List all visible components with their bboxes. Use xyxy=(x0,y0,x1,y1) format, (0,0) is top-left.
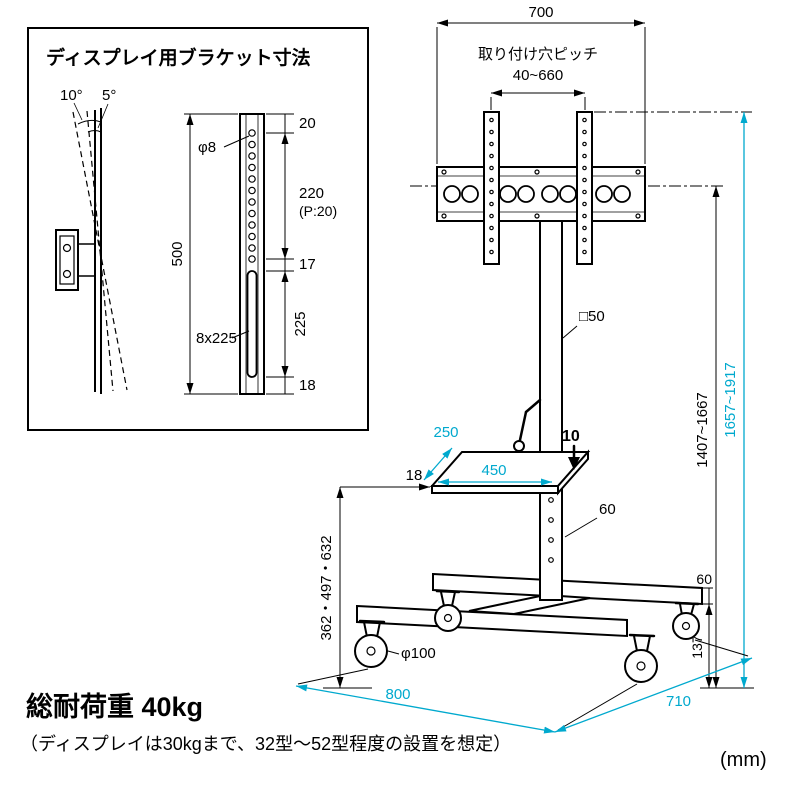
dim-hole-dia: φ8 xyxy=(198,135,250,156)
base-width-label: 800 xyxy=(385,686,410,703)
dim-slot-size: 8x225 xyxy=(196,330,250,347)
dim-700: 700 xyxy=(436,4,646,164)
base-frame xyxy=(354,572,703,683)
inset-title: ディスプレイ用ブラケット寸法 xyxy=(46,46,311,69)
mount-pitch-range: 40~660 xyxy=(513,67,563,84)
crank-handle xyxy=(513,398,542,452)
load-capacity: 総耐荷重 40kg xyxy=(26,691,203,722)
base-depth-label: 710 xyxy=(666,693,691,710)
shelf-side xyxy=(557,449,589,496)
dim-center-height: 1407~1667 xyxy=(694,186,720,688)
dim-top-height: 1657~1917 xyxy=(722,112,748,688)
center-height-label: 1407~1667 xyxy=(694,392,711,468)
plate-screw-top xyxy=(62,243,72,253)
caster-clearance-label: 137 xyxy=(689,635,705,659)
display-mount xyxy=(436,111,646,265)
shelf xyxy=(429,449,591,496)
dim-20-label: 20 xyxy=(299,115,316,132)
mount-bracket-right xyxy=(576,111,593,265)
shelf-depth-label: 250 xyxy=(433,424,458,441)
bracket-front-view: 500 20 220 (P:20) 17 225 18 xyxy=(169,113,337,395)
angle-inner-label: 5° xyxy=(102,87,116,104)
caster-front-right xyxy=(624,633,658,683)
shelf-front xyxy=(431,485,559,494)
footer: 総耐荷重 40kg （ディスプレイは30kgまで、32型～52型程度の設置を想定… xyxy=(20,691,767,771)
stand-dimensions: 700 取り付け穴ピッチ 40~660 □50 250 450 10 xyxy=(295,4,754,734)
shelf-heights-label: 362・497・632 xyxy=(318,535,335,640)
dim-caster-dia: φ100 xyxy=(387,645,436,662)
pole xyxy=(513,220,563,601)
caster-rear-right xyxy=(672,601,700,640)
mount-bracket-left xyxy=(483,111,500,265)
dim-phi8-label: φ8 xyxy=(198,139,216,156)
dim-base-footprint: 800 710 xyxy=(295,639,753,734)
bracket-right-holes xyxy=(582,117,587,255)
rear-rail xyxy=(432,572,703,606)
pole-column xyxy=(539,220,563,601)
dim-8x225-label: 8x225 xyxy=(196,330,237,347)
dim-700-label: 700 xyxy=(528,4,553,21)
bracket-slot xyxy=(246,270,258,378)
shelf-width-label: 450 xyxy=(481,462,506,479)
bracket-left-holes xyxy=(489,117,494,255)
caster-front-left xyxy=(354,619,388,668)
bracket-hole-column xyxy=(248,129,256,263)
dim-10-step: 10 xyxy=(562,428,580,470)
dim-right-stack: 20 220 (P:20) 17 225 18 xyxy=(266,113,337,395)
angle-outer-leader xyxy=(73,102,83,121)
caster-dia-label: φ100 xyxy=(401,645,436,662)
angle-arc-inner xyxy=(87,130,102,133)
crossbar-holes xyxy=(441,169,641,219)
angle-outer-label: 10° xyxy=(60,87,83,104)
tilt-5-line xyxy=(86,110,114,392)
dim-18-label: 18 xyxy=(299,377,316,394)
dim-shelf: 250 450 xyxy=(423,424,552,486)
caster-rear-left xyxy=(434,589,462,632)
bracket-inset: ディスプレイ用ブラケット寸法 10° 5° xyxy=(27,27,369,431)
bracket-side-view: 10° 5° xyxy=(55,87,128,394)
dim-mount-pitch: 取り付け穴ピッチ 40~660 xyxy=(478,46,598,110)
dim-220-label: 220 xyxy=(299,185,324,202)
shelf-offset-label: 18 xyxy=(406,467,423,484)
pole-section-label: □50 xyxy=(579,308,605,325)
angle-inner-leader xyxy=(97,103,109,129)
stand-drawing xyxy=(354,111,703,683)
base-crossmember xyxy=(468,593,591,616)
unit-label: (mm) xyxy=(720,749,767,771)
dim-60-pole: 60 xyxy=(564,501,616,538)
load-note: （ディスプレイは30kgまで、32型～52型程度の設置を想定） xyxy=(20,734,511,754)
plate-screw-bottom xyxy=(62,269,72,279)
dim-17-label: 17 xyxy=(299,256,316,273)
dim-500: 500 xyxy=(169,113,238,395)
dim-500-label: 500 xyxy=(169,241,186,266)
pole-hole-pitch-label: 60 xyxy=(599,501,616,518)
dim-pole-section: □50 xyxy=(562,308,605,339)
dim-p20-label: (P:20) xyxy=(299,203,337,219)
shelf-step-label: 10 xyxy=(562,428,580,445)
inset-border xyxy=(27,27,369,431)
angle-arc-outer xyxy=(77,119,102,125)
mount-pitch-caption: 取り付け穴ピッチ xyxy=(478,46,598,63)
pole-adjust-holes xyxy=(548,497,554,563)
dim-225-label: 225 xyxy=(292,311,309,336)
base-height-label: 60 xyxy=(696,571,712,587)
dim-18-shelf: 18 xyxy=(340,467,430,491)
front-rail xyxy=(356,604,628,638)
top-height-label: 1657~1917 xyxy=(722,362,739,438)
